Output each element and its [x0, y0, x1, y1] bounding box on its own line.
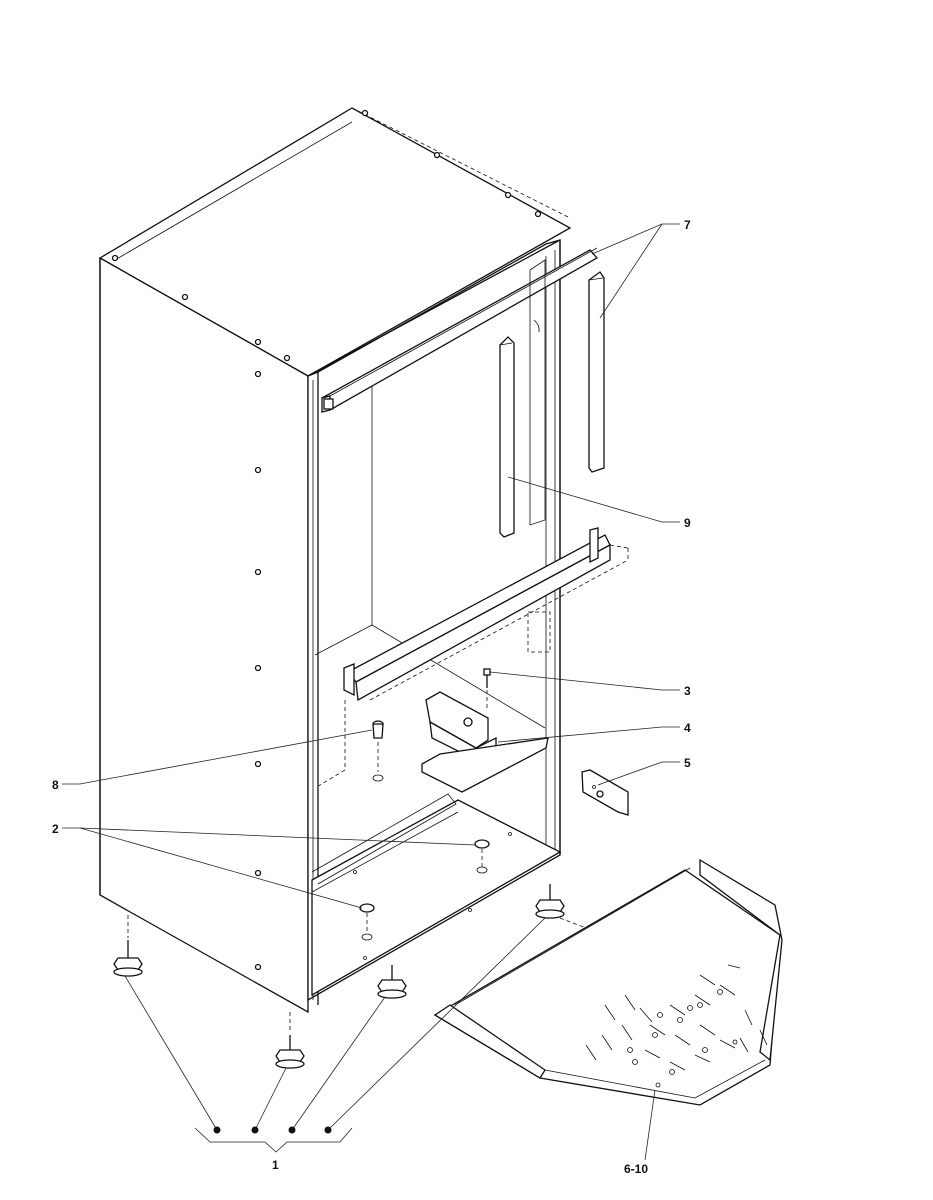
plate-5: [581, 769, 629, 816]
pin-8: [372, 720, 384, 782]
top-screws: [111, 109, 542, 362]
top-crossbar: [321, 247, 599, 413]
callout-4: 4: [684, 721, 691, 735]
vertical-bar-9: [499, 336, 515, 538]
leader-lines: [62, 223, 680, 1161]
bracket-4: [421, 691, 549, 793]
vertical-bar-7: [588, 271, 605, 473]
tray-6-10: [433, 858, 783, 1106]
callout-7: 7: [684, 218, 691, 232]
callout-1: 1: [272, 1158, 279, 1172]
cabinet-body: [98, 107, 572, 1014]
feet-1: [113, 884, 631, 1069]
caps-2: [353, 832, 512, 960]
callout-8: 8: [52, 778, 59, 792]
callout-2: 2: [52, 822, 59, 836]
middle-crossrail: [314, 527, 629, 789]
callout-9: 9: [684, 516, 691, 530]
callout-3: 3: [684, 684, 691, 698]
rear-rail: [529, 259, 546, 526]
tray-slots: [585, 964, 768, 1071]
callout-5: 5: [684, 756, 691, 770]
side-screws: [254, 370, 262, 971]
callout-6-10: 6-10: [624, 1162, 649, 1176]
